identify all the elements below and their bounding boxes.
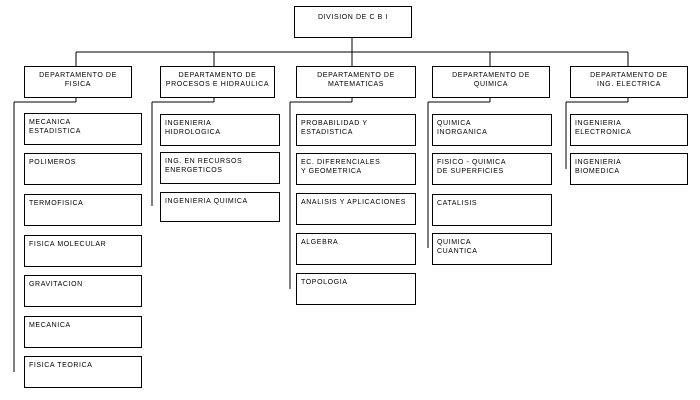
sub-topologia: TOPOLOGIA [296, 273, 416, 305]
sub-ec-diferenciales: EC. DIFERENCIALES Y GEOMETRICA [296, 153, 416, 185]
sub-quimica-inorganica: QUIMICA INORGANICA [432, 114, 552, 146]
sub-fisica-molecular: FISICA MOLECULAR [24, 235, 142, 267]
root-box: DIVISION DE C B I [294, 6, 412, 38]
sub-ingenieria-quimica: INGENIERIA QUIMICA [160, 192, 280, 222]
department-procesos: DEPARTAMENTO DE PROCESOS E HIDRAULICA [160, 66, 275, 98]
sub-gravitacion: GRAVITACION [24, 275, 142, 307]
sub-algebra: ALGEBRA [296, 233, 416, 265]
sub-mecanica: MECANICA [24, 316, 142, 348]
sub-ingenieria-biomedica: INGENIERIA BIOMEDICA [570, 153, 688, 185]
sub-fisico-quimica-superficies: FISICO - QUIMICA DE SUPERFICIES [432, 153, 552, 185]
sub-catalisis: CATALISIS [432, 194, 552, 226]
department-ing-electrica: DEPARTAMENTO DE ING. ELECTRICA [570, 66, 688, 98]
sub-ingenieria-hidrologica: INGENIERIA HIDROLOGICA [160, 114, 280, 146]
sub-ingenieria-electronica: INGENIERIA ELECTRONICA [570, 114, 688, 146]
sub-analisis-aplicaciones: ANALISIS Y APLICACIONES [296, 193, 416, 225]
sub-ing-recursos-energeticos: ING. EN RECURSOS ENERGETICOS [160, 152, 280, 184]
sub-fisica-teorica: FISICA TEORICA [24, 356, 142, 388]
department-matematicas: DEPARTAMENTO DE MATEMATICAS [296, 66, 416, 98]
sub-termofisica: TERMOFISICA [24, 194, 142, 226]
sub-probabilidad-estadistica: PROBABILIDAD Y ESTADISTICA [296, 114, 416, 146]
sub-quimica-cuantica: QUIMICA CUANTICA [432, 233, 552, 265]
sub-mecanica-estadistica: MECANICA ESTADISTICA [24, 113, 142, 145]
department-fisica: DEPARTAMENTO DE FISICA [24, 66, 132, 98]
department-quimica: DEPARTAMENTO DE QUIMICA [432, 66, 550, 98]
sub-polimeros: POLIMEROS [24, 153, 142, 185]
